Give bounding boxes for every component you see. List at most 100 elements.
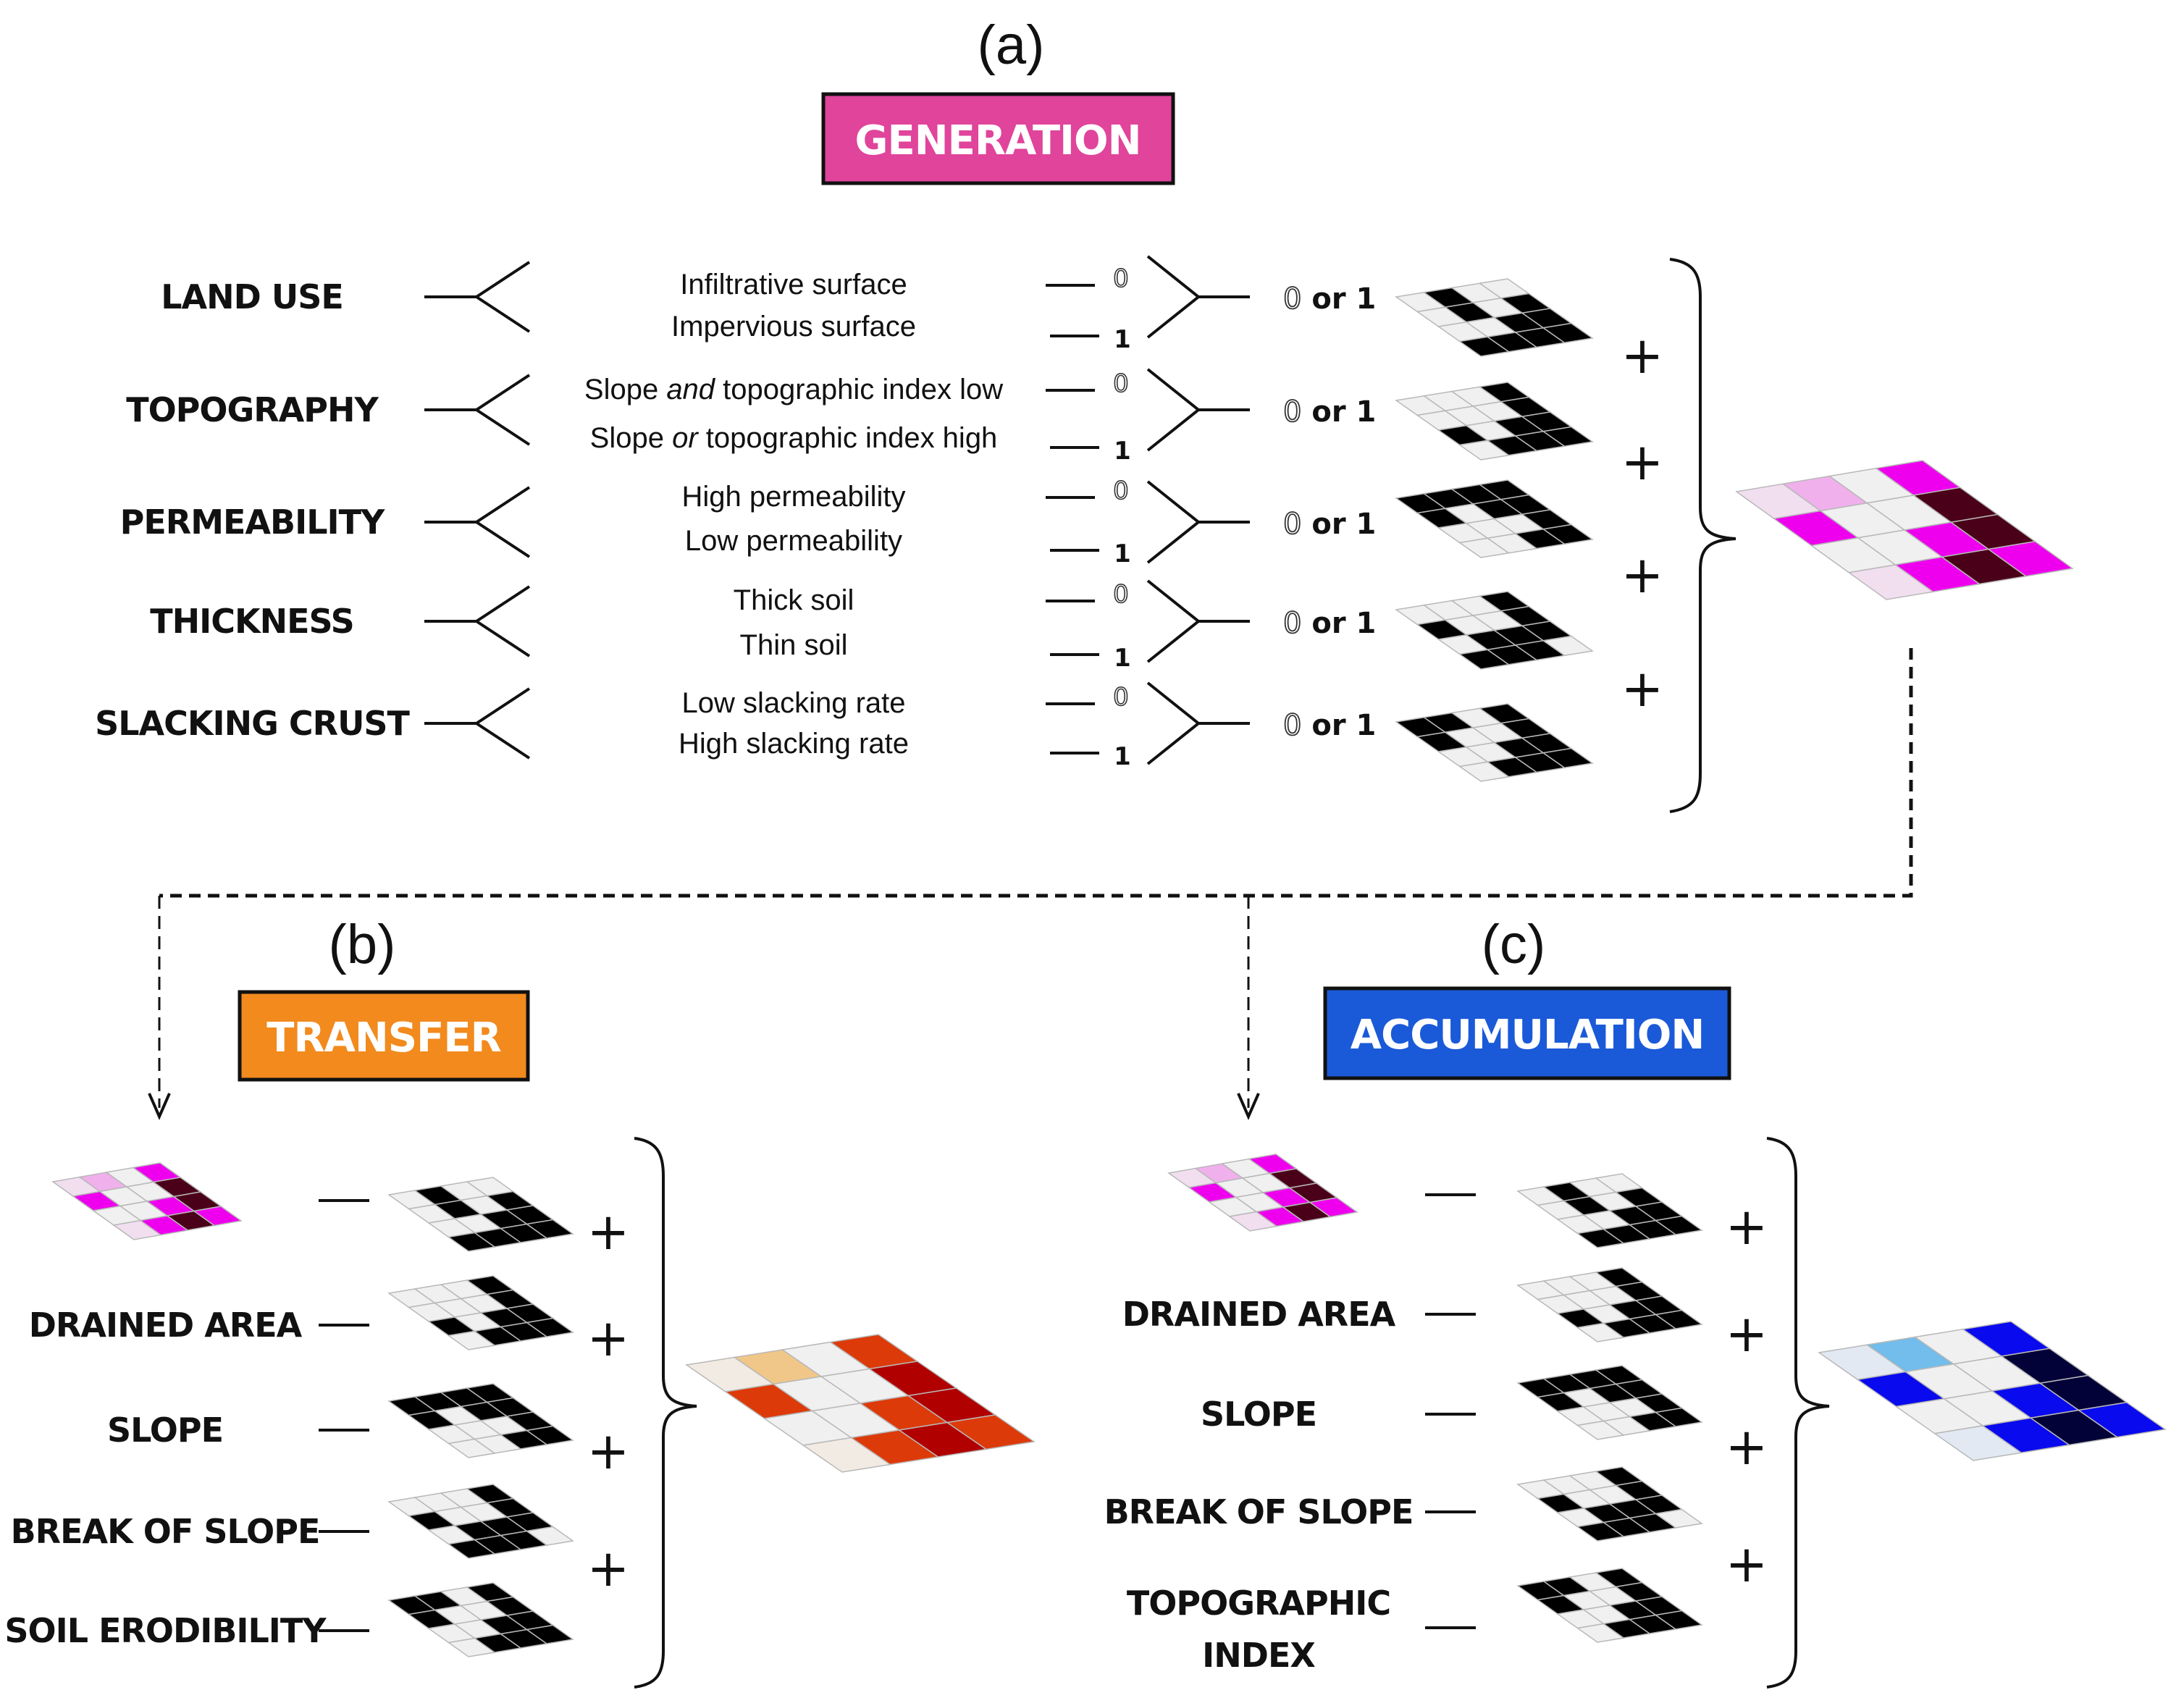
generation-factor-row: TOPOGRAPHY Slope and topographic index lo… bbox=[126, 368, 1594, 466]
grid-cell bbox=[525, 1425, 574, 1445]
panel-a-tag: (a) bbox=[978, 14, 1045, 76]
binary-grid-slacking bbox=[387, 1582, 574, 1657]
binary-grid-thickness bbox=[1516, 1466, 1703, 1542]
plus-sign: + bbox=[1726, 1534, 1768, 1594]
transfer-title: TRANSFER bbox=[266, 1014, 501, 1062]
plus-sign: + bbox=[587, 1421, 630, 1481]
generation-input-grid bbox=[51, 1162, 243, 1240]
bit-one: 1 bbox=[1114, 539, 1131, 568]
zero-or-one-text: 0 or 1 bbox=[1283, 508, 1376, 541]
plus-sign: + bbox=[587, 1308, 630, 1368]
connector-lines bbox=[148, 648, 1913, 1120]
bit-one: 1 bbox=[1114, 437, 1131, 466]
factor-label: LAND USE bbox=[161, 277, 343, 316]
grid-cell bbox=[1654, 1610, 1703, 1630]
branch-merge-icon bbox=[1146, 255, 1250, 339]
accumulation-title: ACCUMULATION bbox=[1351, 1012, 1704, 1059]
zero-or-one-text: 0 or 1 bbox=[1283, 395, 1376, 429]
panel-b-tag: (b) bbox=[329, 914, 396, 975]
grid-cell bbox=[1542, 322, 1594, 344]
binary-grid-topography bbox=[1516, 1267, 1703, 1342]
transfer-factor-row: DRAINED AREA bbox=[29, 1275, 574, 1350]
generation-input-grid bbox=[1167, 1153, 1358, 1232]
binary-grid-permeability bbox=[387, 1383, 574, 1458]
option-0-text: High permeability bbox=[681, 481, 905, 513]
option-0-text: Slope and topographic index low bbox=[584, 374, 1003, 405]
option-0-text: Thick soil bbox=[734, 584, 854, 616]
grid-cell bbox=[1654, 1508, 1703, 1529]
plus-sign: + bbox=[1726, 1197, 1768, 1256]
bit-zero: 0 bbox=[1113, 476, 1129, 505]
factor-label: DRAINED AREA bbox=[29, 1306, 303, 1345]
binary-grid-topography bbox=[387, 1275, 574, 1350]
grid-cell bbox=[946, 1414, 1036, 1450]
binary-grid-slacking bbox=[1395, 703, 1594, 782]
arrowhead-transfer-icon bbox=[148, 1093, 171, 1120]
grid-cell bbox=[2077, 1401, 2167, 1438]
binary-grid-thickness bbox=[1395, 591, 1594, 670]
grid-cell bbox=[1542, 747, 1594, 769]
grid-cell bbox=[193, 1206, 243, 1227]
transfer-index-grid bbox=[685, 1334, 1036, 1473]
binary-grid-landuse bbox=[387, 1177, 574, 1252]
grid-cell bbox=[525, 1624, 574, 1644]
accumulation-sum-brace bbox=[1766, 1137, 1830, 1689]
accumulation-plus-signs: + + + + bbox=[1726, 1197, 1768, 1594]
branch-split-icon bbox=[424, 687, 531, 760]
generation-index-grid bbox=[1735, 460, 2074, 600]
bit-zero: 0 bbox=[1113, 580, 1129, 609]
plus-sign: + bbox=[1621, 659, 1664, 718]
bit-one: 1 bbox=[1114, 644, 1131, 673]
factor-label: BREAK OF SLOPE bbox=[11, 1512, 320, 1551]
factor-label: PERMEABILITY bbox=[120, 503, 385, 542]
plus-sign: + bbox=[1621, 545, 1664, 605]
branch-merge-icon bbox=[1146, 681, 1250, 765]
bit-zero: 0 bbox=[1113, 264, 1129, 293]
generation-box bbox=[821, 92, 1175, 185]
transfer-box bbox=[238, 990, 530, 1082]
plus-sign: + bbox=[1726, 1417, 1768, 1476]
transfer-plus-signs: + + + + bbox=[587, 1202, 630, 1598]
factor-label: TOPOGRAPHIC bbox=[1127, 1584, 1390, 1623]
grid-cell bbox=[1654, 1215, 1703, 1235]
factor-label: THICKNESS bbox=[150, 602, 354, 641]
bit-zero: 0 bbox=[1113, 369, 1129, 398]
branch-merge-icon bbox=[1146, 480, 1250, 564]
transfer-result-grid bbox=[685, 1334, 1036, 1473]
plus-sign: + bbox=[1621, 326, 1664, 385]
option-0-text: Infiltrative surface bbox=[680, 269, 907, 300]
binary-grid-landuse bbox=[1395, 278, 1594, 357]
generation-result-grid bbox=[1735, 460, 2074, 600]
generation-plus-signs: + + + + bbox=[1621, 326, 1664, 718]
grid-cell bbox=[1654, 1309, 1703, 1329]
binary-grid-landuse bbox=[1516, 1173, 1703, 1248]
panel-c-tag: (c) bbox=[1482, 914, 1546, 975]
grid-cell bbox=[1542, 426, 1594, 447]
bit-one: 1 bbox=[1114, 742, 1131, 771]
option-1-text: Impervious surface bbox=[671, 311, 916, 342]
transfer-header: TRANSFER bbox=[238, 990, 530, 1082]
option-0-text: Low slacking rate bbox=[681, 687, 905, 719]
grid-cell bbox=[1542, 635, 1594, 657]
option-1-text: High slacking rate bbox=[679, 728, 909, 760]
factor-label: TOPOGRAPHY bbox=[126, 390, 379, 429]
accumulation-factor-row: SLOPE bbox=[1201, 1365, 1703, 1440]
branch-split-icon bbox=[424, 585, 531, 657]
binary-grid-permeability bbox=[1516, 1365, 1703, 1440]
plus-sign: + bbox=[587, 1202, 630, 1261]
binary-grid-permeability bbox=[1395, 479, 1594, 558]
accumulation-factor-row: BREAK OF SLOPE bbox=[1104, 1466, 1703, 1542]
dashed-connector-main bbox=[159, 648, 1913, 898]
arrowhead-accumulation-icon bbox=[1237, 1093, 1260, 1120]
branch-merge-icon bbox=[1146, 579, 1250, 663]
transfer-factor-row: SLOPE bbox=[107, 1383, 574, 1458]
transfer-sum-brace bbox=[634, 1137, 697, 1689]
generation-sum-brace bbox=[1669, 258, 1736, 813]
grid-cell bbox=[1309, 1197, 1358, 1218]
option-1-text: Slope or topographic index high bbox=[590, 422, 998, 454]
bit-zero: 0 bbox=[1113, 683, 1129, 712]
